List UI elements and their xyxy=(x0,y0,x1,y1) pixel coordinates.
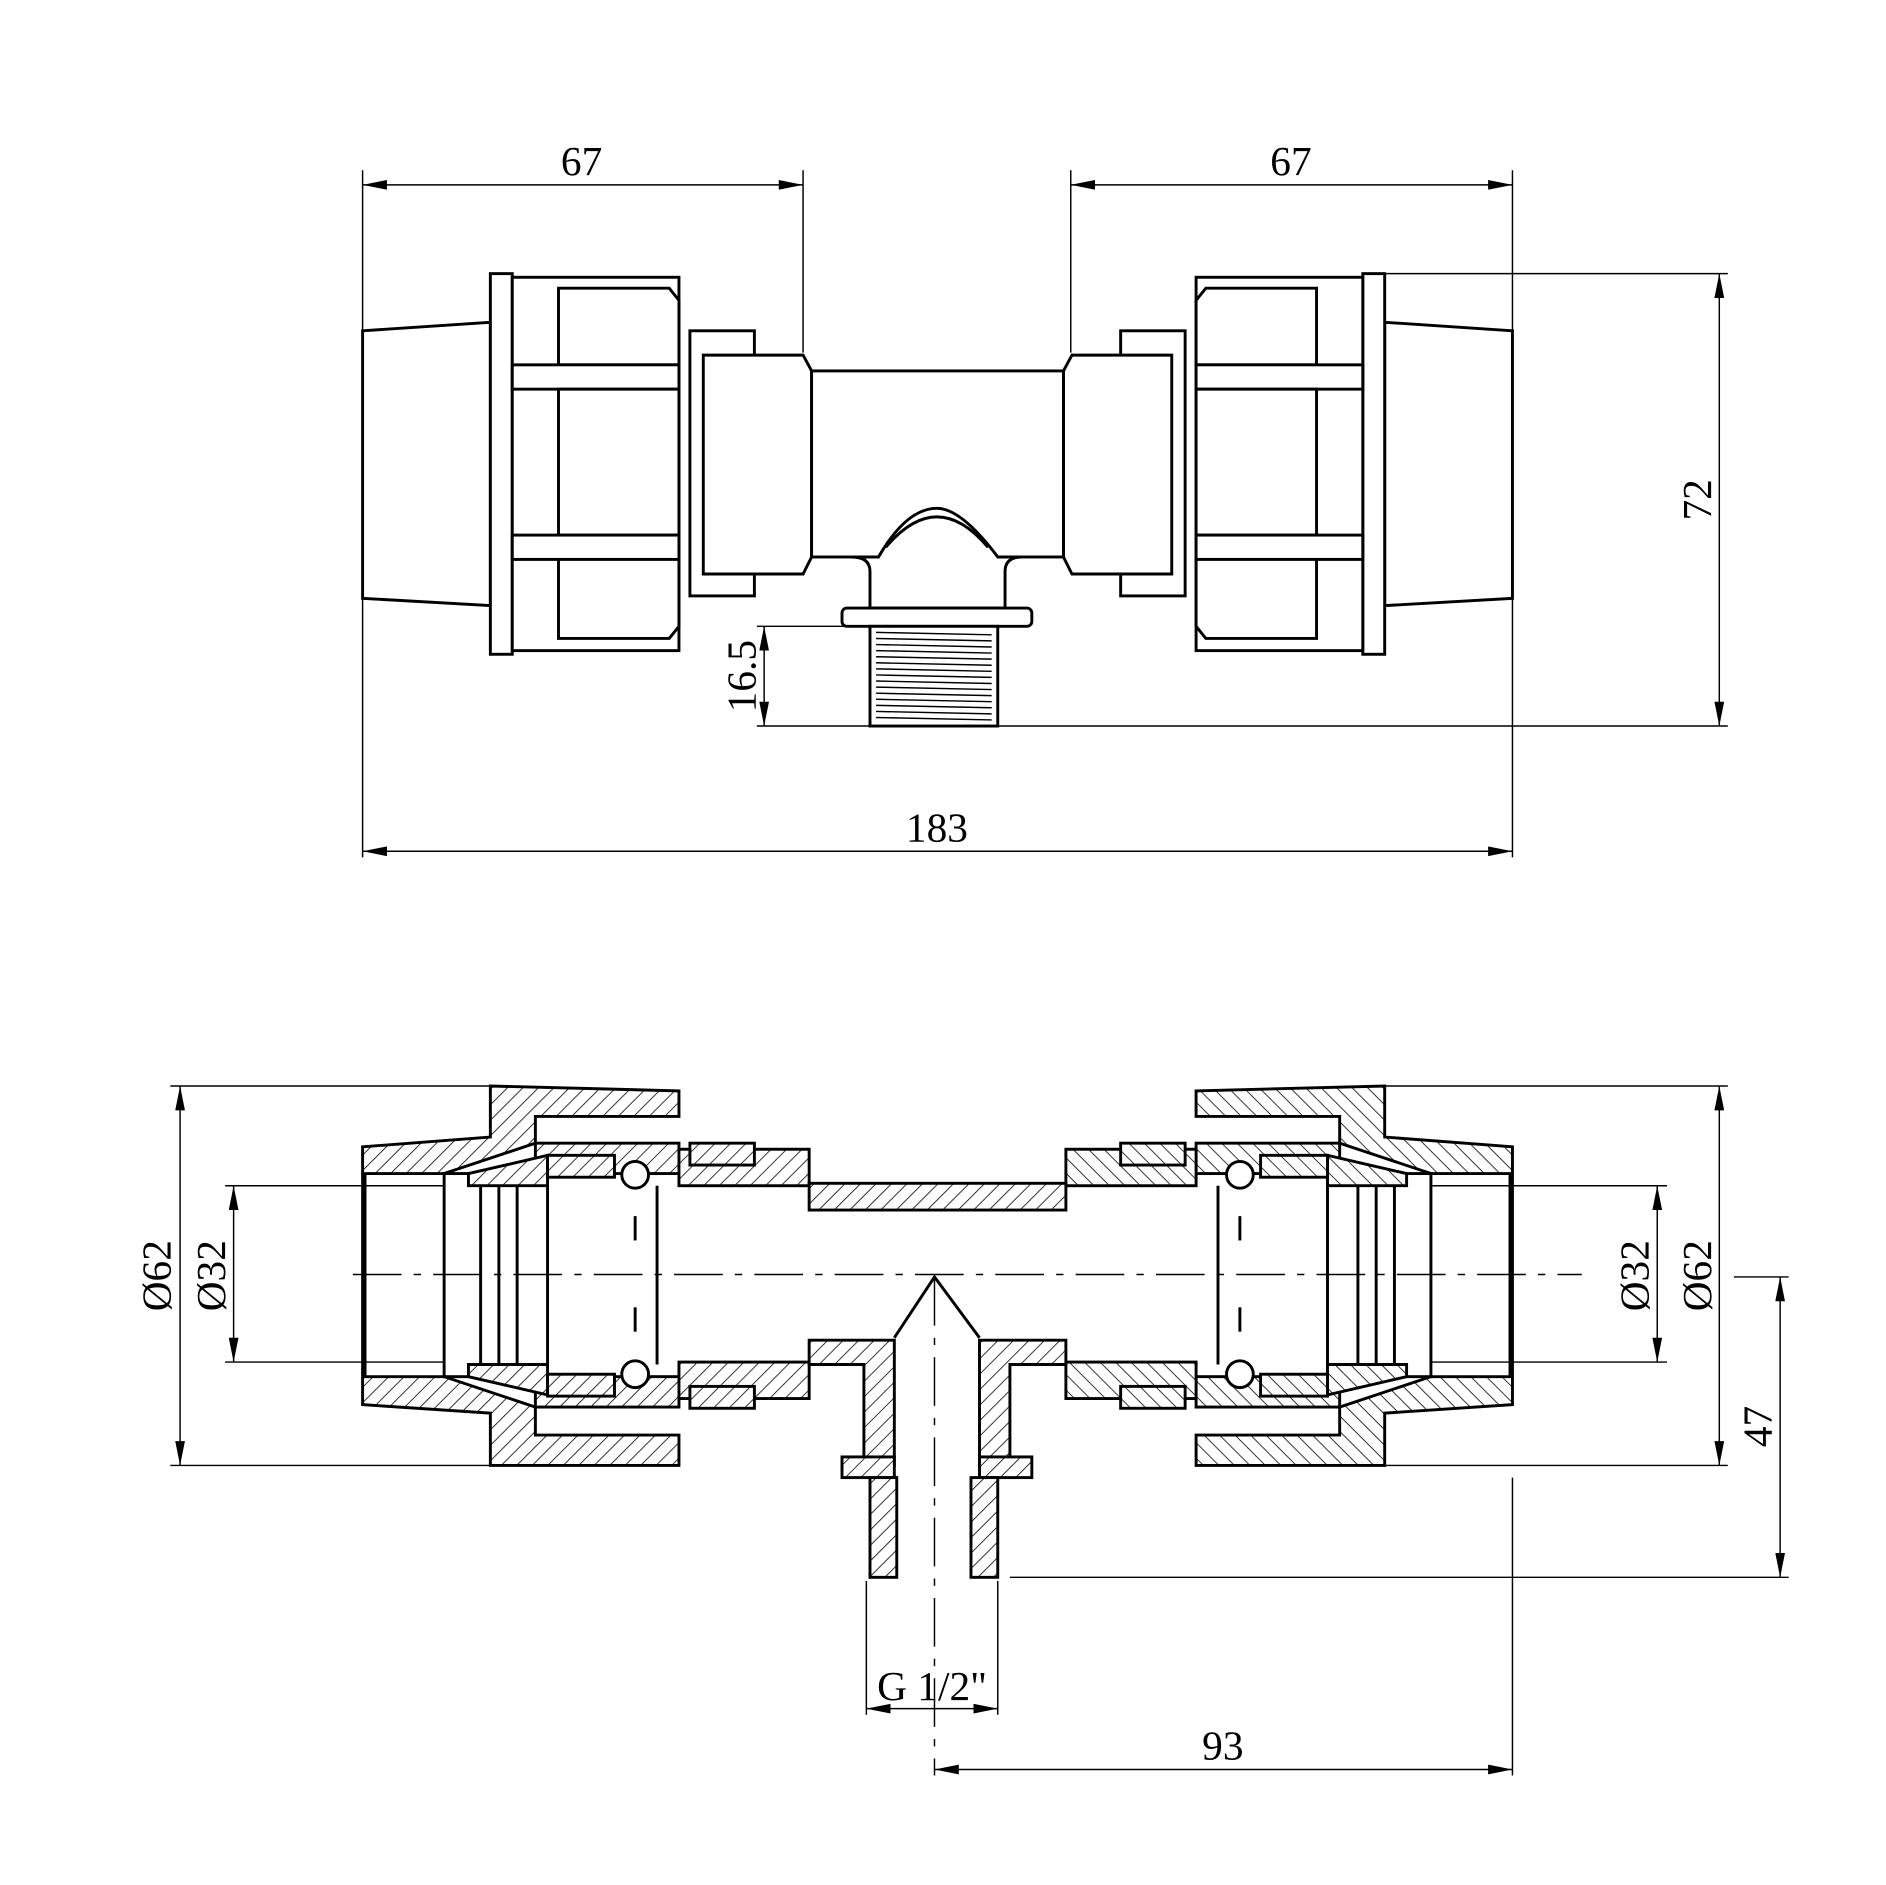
thread-line xyxy=(876,643,992,648)
thread-line xyxy=(876,686,992,691)
dim-thread-size: G 1/2" xyxy=(877,1663,987,1709)
thread-line xyxy=(876,674,992,679)
tee-body xyxy=(810,369,1065,728)
top-dimensions: 67 67 183 72 16.5 xyxy=(361,138,1728,858)
dim-pipe-diameter-right: Ø32 xyxy=(1612,1240,1658,1311)
left-coupling xyxy=(361,272,814,656)
thread-line xyxy=(876,662,992,666)
thread-lines xyxy=(876,631,992,721)
dim-half-length: 93 xyxy=(1202,1723,1243,1769)
dim-right-length: 67 xyxy=(1270,138,1311,184)
thread-line xyxy=(876,692,992,697)
thread-line xyxy=(876,680,992,685)
thread-line xyxy=(876,637,992,642)
top-view: 67 67 183 72 16.5 xyxy=(361,138,1728,858)
thread-line xyxy=(876,631,992,636)
dim-height: 72 xyxy=(1674,479,1720,520)
section-dimensions: Ø62 Ø32 Ø32 Ø62 47 G 1/2" 93 xyxy=(133,1085,1789,1776)
thread-line xyxy=(876,710,992,715)
dim-pipe-diameter-left: Ø32 xyxy=(188,1240,234,1311)
left-section xyxy=(361,1084,811,1467)
right-section xyxy=(1064,1084,1514,1467)
right-coupling xyxy=(1062,272,1514,656)
dim-thread-length: 16.5 xyxy=(719,640,765,712)
dim-outer-diameter-left: Ø62 xyxy=(133,1240,179,1311)
dim-branch-height: 47 xyxy=(1735,1406,1781,1447)
thread-line xyxy=(876,649,992,654)
tee-section xyxy=(807,1181,1068,1579)
thread-line xyxy=(876,668,992,673)
thread-line xyxy=(876,704,992,709)
thread-line xyxy=(876,698,992,703)
dim-left-length: 67 xyxy=(561,138,602,184)
thread-line xyxy=(876,655,992,660)
dim-outer-diameter-right: Ø62 xyxy=(1674,1240,1720,1311)
section-view: Ø62 Ø32 Ø32 Ø62 47 G 1/2" 93 xyxy=(133,1084,1789,1776)
dim-total-length: 183 xyxy=(906,805,968,851)
thread-line xyxy=(876,716,992,721)
